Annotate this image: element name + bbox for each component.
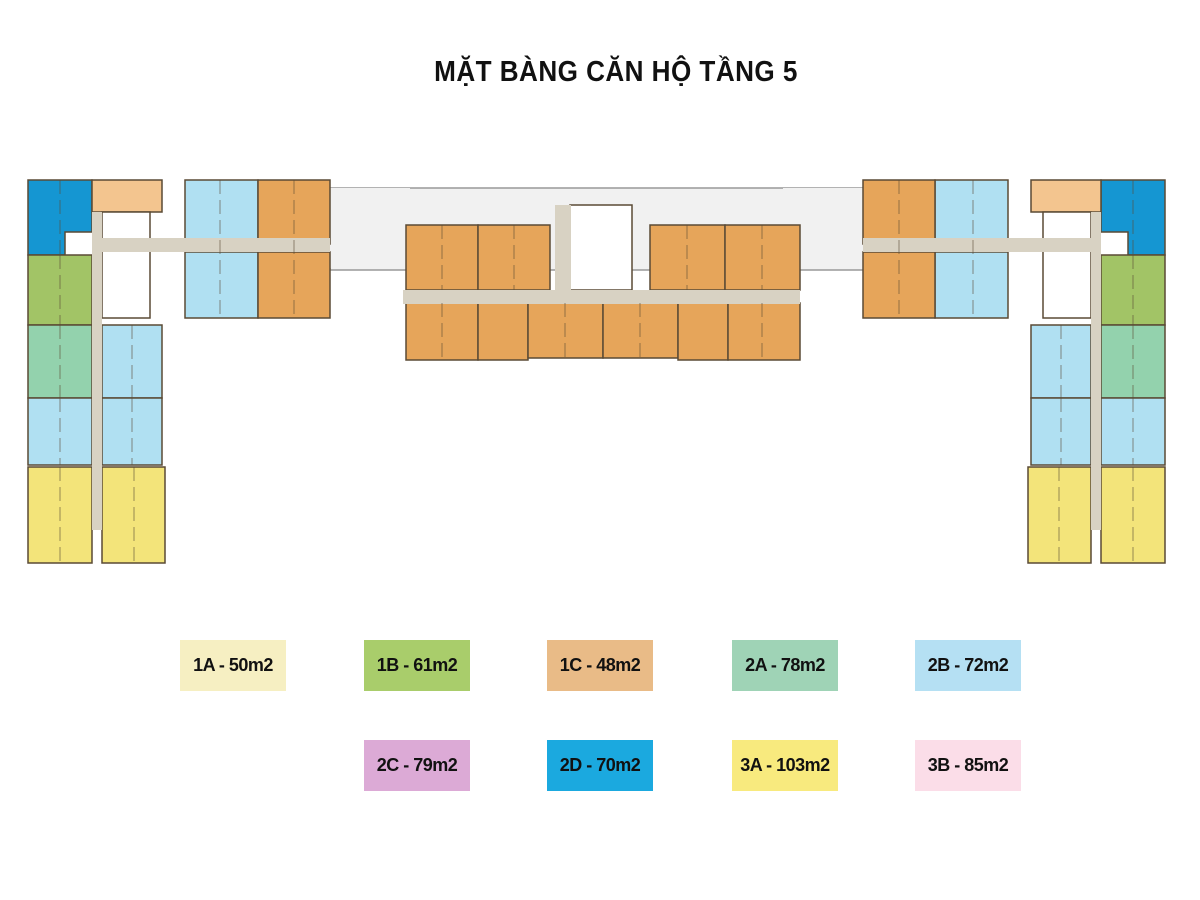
legend-item-3b: 3B - 85m2 (915, 740, 1021, 791)
legend-label: 1A - 50m2 (193, 655, 273, 675)
legend-item-2a: 2A - 78m2 (732, 640, 838, 691)
unit-2b (184, 179, 259, 245)
legend-label: 2D - 70m2 (559, 755, 641, 775)
corridor (100, 238, 330, 252)
legend-item-3a: 3A - 103m2 (732, 740, 838, 791)
legend-label: 1B - 61m2 (376, 655, 458, 675)
legend-label: 1C - 48m2 (559, 655, 641, 675)
corridor (555, 205, 571, 295)
corridor (863, 238, 1093, 252)
unit-1c (727, 302, 801, 361)
unit-2b (184, 251, 259, 319)
central-core (569, 204, 633, 291)
corridor (403, 290, 800, 304)
unit-2b (934, 179, 1009, 245)
legend-label: 3A - 103m2 (740, 755, 830, 775)
legend-item-2b: 2B - 72m2 (915, 640, 1021, 691)
legend-item-2d: 2D - 70m2 (547, 740, 653, 791)
legend-label: 2A - 78m2 (745, 655, 825, 675)
unit-1c (677, 302, 729, 361)
unit-1c (477, 302, 529, 361)
legend-item-1c: 1C - 48m2 (547, 640, 653, 691)
corridor (1091, 212, 1101, 530)
legend-item-1b: 1B - 61m2 (364, 640, 470, 691)
corridor (92, 212, 102, 530)
lift-core (1042, 211, 1092, 319)
balcony-area (330, 188, 410, 268)
legend-item-2c: 2C - 79m2 (364, 740, 470, 791)
legend-label: 2B - 72m2 (927, 655, 1009, 675)
page-title: MẶT BÀNG CĂN HỘ TẦNG 5 (434, 56, 798, 88)
legend-label: 2C - 79m2 (376, 755, 458, 775)
legend-item-1a: 1A - 50m2 (180, 640, 286, 691)
lift-core (101, 211, 151, 319)
unit-1a (1030, 179, 1102, 213)
unit-2b (934, 251, 1009, 319)
unit-1a (91, 179, 163, 213)
legend-label: 3B - 85m2 (927, 755, 1009, 775)
floor-plan (27, 179, 1166, 564)
